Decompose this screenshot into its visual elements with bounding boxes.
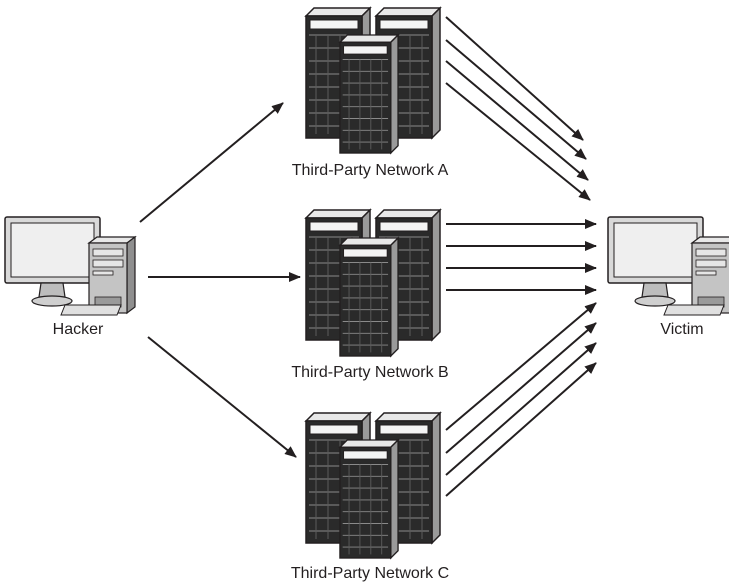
arrow-network-c-to-victim <box>445 322 597 454</box>
arrow-hacker-to-network-a <box>139 102 284 223</box>
arrow-hacker-to-network-c <box>147 336 297 458</box>
hacker-label: Hacker <box>53 321 104 338</box>
arrow-network-c-to-victim <box>445 342 597 476</box>
network-b: Third-Party Network B <box>291 209 449 381</box>
network-a: Third-Party Network A <box>292 7 449 179</box>
arrow-network-a-to-victim <box>445 82 591 201</box>
network-a-label: Third-Party Network A <box>292 162 449 179</box>
arrow-network-a-to-victim <box>445 16 584 141</box>
victim-label: Victim <box>660 321 703 338</box>
network-c: Third-Party Network C <box>291 412 449 582</box>
network-c-label: Third-Party Network C <box>291 565 449 582</box>
arrow-network-c-to-victim <box>445 362 597 497</box>
arrow-network-c-to-victim <box>445 302 597 431</box>
network-b-to-victim-arrows <box>446 219 597 295</box>
network-c-to-victim-arrows <box>445 302 597 497</box>
computer-icon <box>607 216 729 316</box>
server-rack-icon <box>339 34 399 154</box>
server-rack-icon <box>339 439 399 559</box>
arrow-network-a-to-victim <box>445 39 587 160</box>
victim-node: Victim <box>607 216 729 338</box>
hacker-to-networks-arrows <box>139 102 301 458</box>
hacker-node: Hacker <box>4 216 136 338</box>
network-b-label: Third-Party Network B <box>291 364 448 381</box>
server-rack-icon <box>339 237 399 357</box>
computer-icon <box>4 216 136 316</box>
arrow-network-a-to-victim <box>445 60 589 181</box>
network-a-to-victim-arrows <box>445 16 591 201</box>
